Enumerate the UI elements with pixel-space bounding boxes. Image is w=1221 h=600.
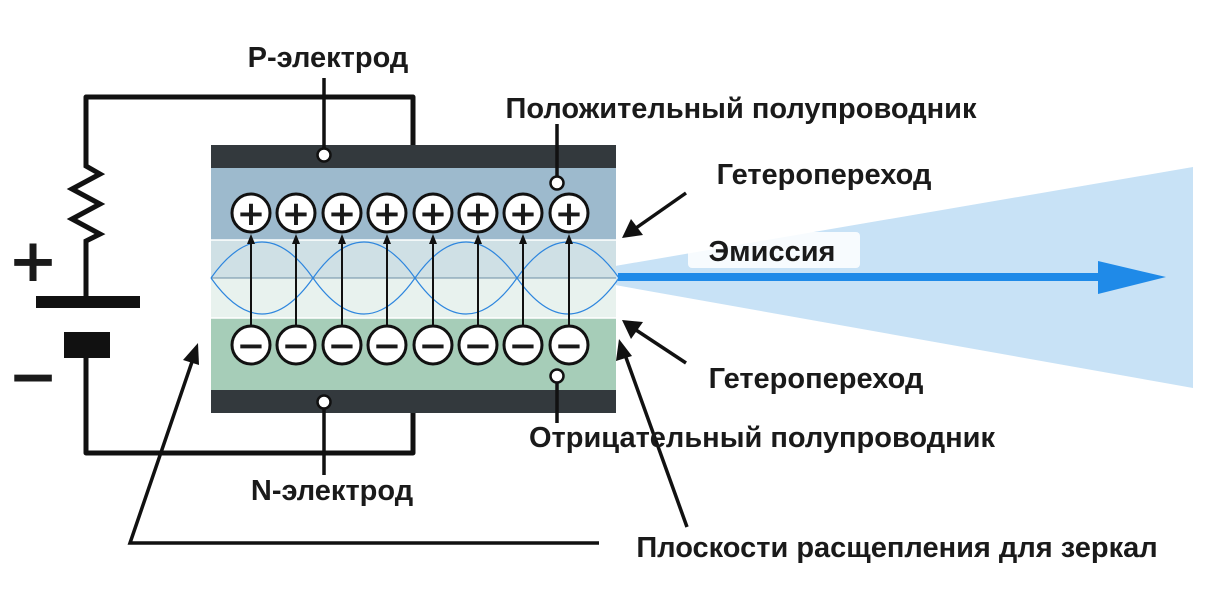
callout-cleavage-left xyxy=(127,355,599,545)
recombination-arrows xyxy=(247,234,573,326)
recombination-arrowhead-8 xyxy=(565,234,573,244)
holes-row: + + + + + + + + xyxy=(230,192,590,234)
hole-7-symbol: + xyxy=(509,194,538,234)
electron-2-circle xyxy=(275,324,317,366)
label-heterojunction-bottom: Гетеропереход xyxy=(709,363,924,395)
callout-dots xyxy=(316,147,565,410)
recombination-arrowhead-1 xyxy=(247,234,255,244)
electron-6: − xyxy=(457,324,499,366)
label-heterojunction-top: Гетеропереход xyxy=(717,159,932,191)
label-p-electrode: P-электрод xyxy=(248,42,409,74)
callout-cleavage-right xyxy=(622,351,689,528)
electron-2: − xyxy=(275,324,317,366)
arrowhead-heterojunction-top xyxy=(622,219,643,238)
electron-3: − xyxy=(321,324,363,366)
label-n-semiconductor: Отрицательный полупроводник xyxy=(529,422,996,454)
callout-heterojunction-top xyxy=(634,191,688,230)
label-cleavage-planes: Плоскости расщепления для зеркал xyxy=(636,532,1157,564)
electron-8-circle xyxy=(548,324,590,366)
electron-8: − xyxy=(548,324,590,366)
hole-3: + xyxy=(321,192,363,234)
recombination-arrowhead-7 xyxy=(519,234,527,244)
electron-6-symbol: − xyxy=(464,326,493,366)
label-n-electrode: N-электрод xyxy=(251,475,413,507)
recombination-arrowhead-6 xyxy=(474,234,482,244)
hole-1-circle xyxy=(230,192,272,234)
recombination-arrowhead-5 xyxy=(429,234,437,244)
p-electrode-plate xyxy=(211,145,616,168)
electron-6-circle xyxy=(457,324,499,366)
hole-8-symbol: + xyxy=(555,194,584,234)
hole-2: + xyxy=(275,192,317,234)
arrowhead-heterojunction-bottom xyxy=(622,320,643,339)
wire-top xyxy=(83,94,416,151)
resistor xyxy=(66,148,106,255)
electrons-row: −−−−−−−− xyxy=(230,324,590,366)
dot-n-semiconductor xyxy=(549,368,565,384)
electron-4-circle xyxy=(366,324,408,366)
recombination-arrowhead-3 xyxy=(338,234,346,244)
electron-2-symbol: − xyxy=(282,326,311,366)
electron-4: − xyxy=(366,324,408,366)
wire-bottom xyxy=(83,355,416,456)
recombination-arrowhead-4 xyxy=(383,234,391,244)
emission-arrow-head xyxy=(1098,261,1166,294)
hole-1-symbol: + xyxy=(237,194,266,234)
hole-6-circle xyxy=(457,192,499,234)
callout-arrowheads xyxy=(183,219,643,365)
hole-7-circle xyxy=(502,192,544,234)
hole-3-symbol: + xyxy=(328,194,357,234)
hole-8-circle xyxy=(548,192,590,234)
hole-8: + xyxy=(548,192,590,234)
hole-7: + xyxy=(502,192,544,234)
electron-3-circle xyxy=(321,324,363,366)
hole-1: + xyxy=(230,192,272,234)
recombination-arrowhead-2 xyxy=(292,234,300,244)
dot-n-electrode xyxy=(316,394,332,410)
battery-minus-sign: − xyxy=(8,342,58,412)
electron-1-circle xyxy=(230,324,272,366)
n-electrode-plate xyxy=(211,390,616,413)
hole-2-circle xyxy=(275,192,317,234)
electron-7-circle xyxy=(502,324,544,366)
callout-lines xyxy=(127,78,689,545)
electron-5-circle xyxy=(412,324,454,366)
hole-5-circle xyxy=(412,192,454,234)
arrowhead-cleavage-right xyxy=(616,339,632,361)
electron-1: − xyxy=(230,324,272,366)
circuit-wires xyxy=(83,94,416,456)
electron-3-symbol: − xyxy=(328,326,357,366)
battery-plus-sign: + xyxy=(8,226,58,296)
hole-4: + xyxy=(366,192,408,234)
active-layer-lower xyxy=(211,278,616,318)
callout-heterojunction-bottom xyxy=(635,328,687,365)
electron-4-symbol: − xyxy=(373,326,402,366)
arrowhead-cleavage-left xyxy=(183,343,199,365)
hole-6-symbol: + xyxy=(464,194,493,234)
active-layer-upper xyxy=(211,240,616,278)
electron-7-symbol: − xyxy=(509,326,538,366)
dot-p-semiconductor xyxy=(549,175,565,191)
electron-5-symbol: − xyxy=(419,326,448,366)
laser-device xyxy=(210,145,620,413)
hole-5: + xyxy=(412,192,454,234)
electron-1-symbol: − xyxy=(237,326,266,366)
dot-p-electrode xyxy=(316,147,332,163)
battery-negative-plate xyxy=(64,332,110,358)
label-emission: Эмиссия xyxy=(709,236,836,268)
battery-positive-plate xyxy=(36,296,140,308)
electron-7: − xyxy=(502,324,544,366)
hole-4-circle xyxy=(366,192,408,234)
hole-6: + xyxy=(457,192,499,234)
standing-wave-lower xyxy=(210,276,620,315)
emission-label-bg xyxy=(688,232,860,268)
electron-8-symbol: − xyxy=(555,326,584,366)
label-p-semiconductor: Положительный полупроводник xyxy=(505,93,976,125)
electron-5: − xyxy=(412,324,454,366)
hole-5-symbol: + xyxy=(419,194,448,234)
hole-4-symbol: + xyxy=(373,194,402,234)
hole-3-circle xyxy=(321,192,363,234)
hole-2-symbol: + xyxy=(282,194,311,234)
